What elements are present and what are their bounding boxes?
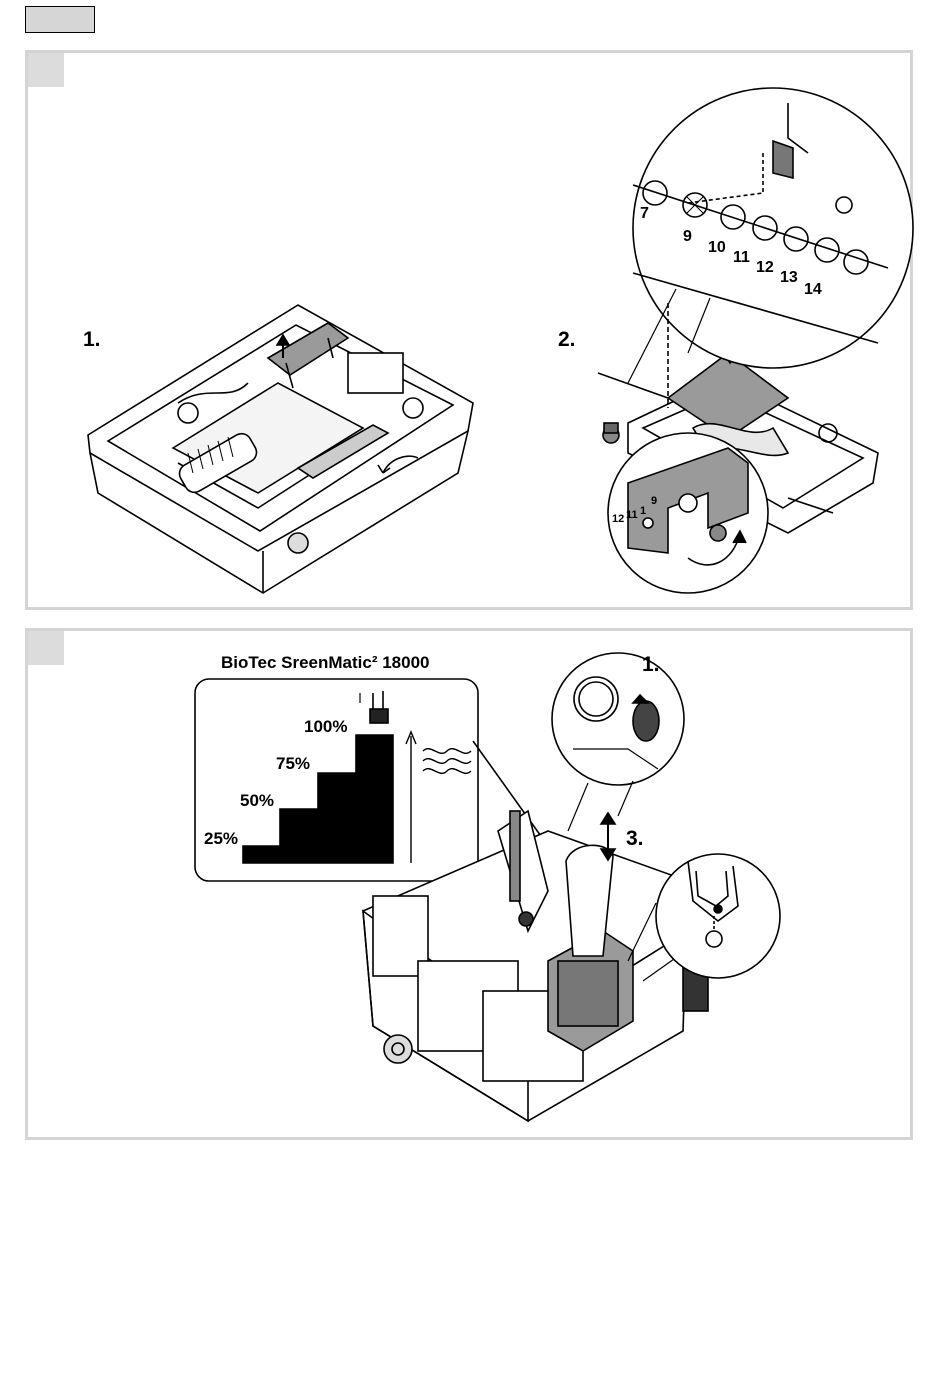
- step-3-label: 3.: [626, 827, 644, 851]
- terminal-number-13: 13: [780, 269, 798, 287]
- step-1-label: 1.: [642, 653, 660, 677]
- step-2-label: 2.: [558, 328, 576, 352]
- inset-number-9: 9: [651, 495, 657, 507]
- terminal-number-14: 14: [804, 281, 822, 299]
- terminal-number-9: 9: [683, 228, 692, 246]
- panel-1-drawing: [28, 53, 916, 613]
- illustration-panel-2: BioTec SreenMatic² 18000: [25, 628, 913, 1140]
- inset-number-1: 1: [640, 505, 646, 517]
- terminal-number-12: 12: [756, 259, 774, 277]
- illustration-panel-1: 1. 2. 7 9 10 11 12 13 14 12 11 1 9: [25, 50, 913, 610]
- level-100-label: 100%: [304, 717, 347, 737]
- inset-number-12: 12: [612, 513, 624, 525]
- inset-number-11: 11: [626, 509, 638, 521]
- step-1-label: 1.: [83, 328, 101, 352]
- terminal-number-10: 10: [708, 239, 726, 257]
- level-50-label: 50%: [240, 791, 274, 811]
- level-75-label: 75%: [276, 754, 310, 774]
- terminal-number-11: 11: [733, 249, 750, 267]
- terminal-number-7: 7: [640, 205, 649, 223]
- level-25-label: 25%: [204, 829, 238, 849]
- panel-2-drawing: [28, 631, 916, 1143]
- page-tab: [25, 6, 95, 33]
- filter-housing-left: [88, 305, 473, 593]
